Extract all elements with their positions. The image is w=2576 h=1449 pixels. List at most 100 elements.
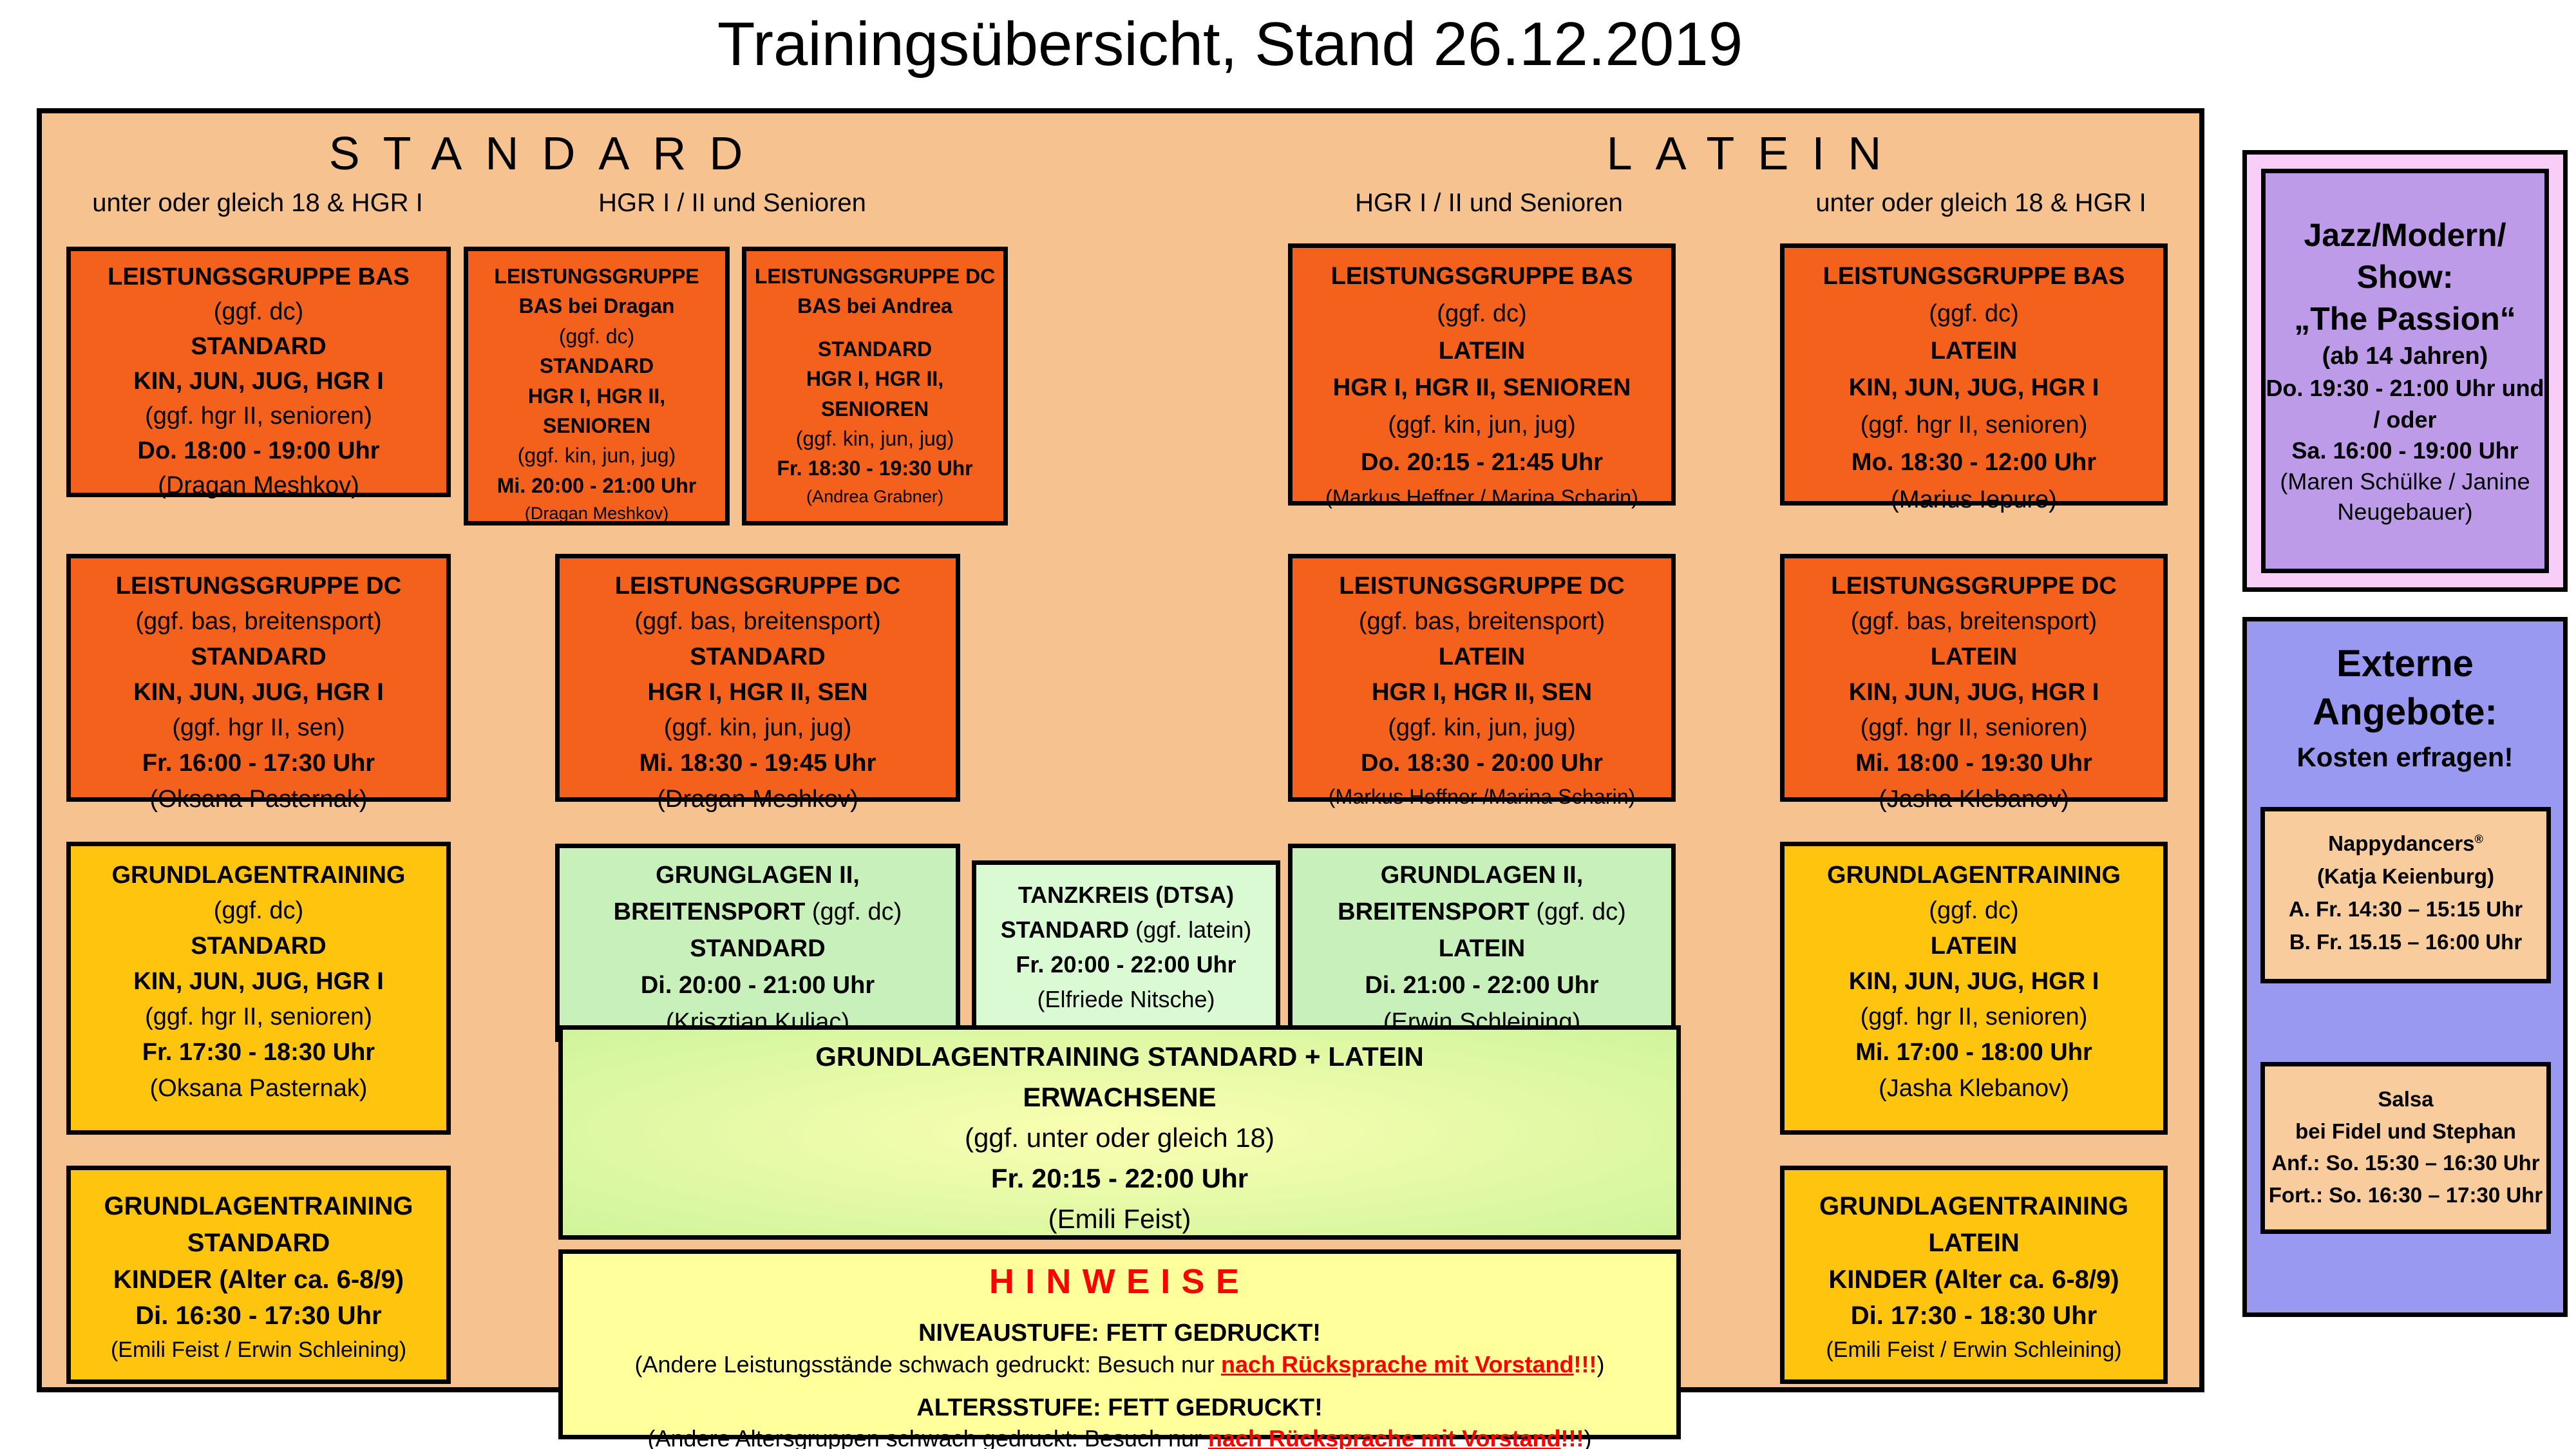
text-line: TANZKREIS (DTSA): [1018, 882, 1235, 908]
text-line: Fr. 20:00 - 22:00 Uhr: [1016, 951, 1236, 978]
text-line: (Dragan Meshkov): [158, 471, 359, 499]
latein-col-left-header: HGR I / II und Senioren: [1355, 189, 1623, 217]
text-line: Sa. 16:00 - 19:00 Uhr: [2291, 437, 2519, 464]
text-line: LATEIN: [1930, 643, 2018, 671]
text-line: (Marius Iepure): [1891, 486, 2057, 513]
text-line: Do. 19:30 - 21:00 Uhr und: [2266, 375, 2544, 402]
text-line: LEISTUNGSGRUPPE BAS: [1823, 263, 2125, 290]
text-line: Di. 16:30 - 17:30 Uhr: [135, 1302, 382, 1331]
text-line: [563, 1379, 1676, 1392]
text-line: STANDARD: [191, 332, 327, 360]
text-line: STANDARD (ggf. latein): [1000, 916, 1252, 943]
text-line: KIN, JUN, JUG, HGR I: [133, 679, 384, 706]
text-line: STANDARD: [191, 643, 327, 671]
text-line: (Dragan Meshkov): [524, 503, 669, 524]
box-grundlagen2-breitensport-latein: GRUNDLAGEN II,BREITENSPORT (ggf. dc)LATE…: [1288, 844, 1676, 1042]
box-leistungsgruppe-dc-latein-jugend: LEISTUNGSGRUPPE DC (ggf. bas, breitenspor…: [1780, 554, 2168, 813]
text-line: A. Fr. 14:30 – 15:15 Uhr: [2288, 897, 2523, 922]
text-line: GRUNDLAGEN II,: [1380, 862, 1584, 889]
text-line: / oder: [2373, 406, 2437, 433]
text-line: HGR I, HGR II, SENIOREN: [1332, 374, 1631, 402]
text-line: [746, 321, 1003, 334]
text-line: (ggf. kin, jun, jug): [663, 714, 852, 742]
text-line: LEISTUNGSGRUPPE BAS: [1331, 263, 1633, 290]
text-line: (ggf. bas, breitensport): [1358, 608, 1605, 636]
text-line: Fr. 20:15 - 22:00 Uhr: [990, 1163, 1249, 1193]
page-title: Trainingsübersicht, Stand 26.12.2019: [717, 10, 1743, 79]
text-line: Angebote:: [2313, 691, 2497, 734]
box-leistungsgruppe-dc-standard-jugend: LEISTUNGSGRUPPE DC(ggf. bas, breitenspor…: [66, 554, 451, 813]
latein-col-right-header: unter oder gleich 18 & HGR I: [1815, 189, 2146, 217]
text-line: Do. 20:15 - 21:45 Uhr: [1361, 448, 1603, 476]
text-line: Do. 18:00 - 19:00 Uhr: [137, 437, 380, 464]
text-line: HGR I, HGR II, SEN: [647, 679, 868, 706]
text-line: LEISTUNGSGRUPPE DC: [115, 573, 402, 600]
text-line: ALTERSSTUFE: FETT GEDRUCKT!: [916, 1394, 1323, 1421]
text-line: HGR I, HGR II, SEN: [1371, 679, 1593, 706]
text-line: Kosten erfragen!: [2297, 741, 2514, 772]
text-line: [563, 1305, 1676, 1318]
text-line: B. Fr. 15.15 – 16:00 Uhr: [2289, 930, 2523, 954]
text-line: GRUNDLAGENTRAINING: [111, 862, 406, 889]
text-line: Mi. 17:00 - 18:00 Uhr: [1855, 1039, 2092, 1066]
box-jazz-modern-show: Jazz/Modern/Show:„The Passion“(ab 14 Jah…: [2242, 150, 2568, 592]
text-line: KIN, JUN, JUG, HGR I: [133, 367, 384, 395]
box-leistungsgruppe-dc-bas-bei-andrea: LEISTUNGSGRUPPE DC BAS bei Andrea STANDAR…: [742, 247, 1008, 526]
text-line: (ggf. dc): [213, 897, 304, 925]
standard-col-left-header: unter oder gleich 18 & HGR I: [92, 189, 423, 217]
text-line: LEISTUNGSGRUPPE DC: [754, 265, 996, 288]
text-line: NIVEAUSTUFE: FETT GEDRUCKT!: [918, 1320, 1321, 1347]
text-line: (Oksana Pasternak): [149, 1074, 368, 1102]
text-line: Di. 21:00 - 22:00 Uhr: [1365, 972, 1599, 999]
box-nappydancers: Nappydancers®(Katja Keienburg)A. Fr. 14:…: [2260, 807, 2551, 983]
text-line: (ggf. dc): [213, 298, 304, 325]
text-line: STANDARD: [817, 337, 933, 361]
text-line: (ggf. kin, jun, jug): [795, 426, 954, 450]
text-line: (Emili Feist): [1048, 1204, 1191, 1234]
text-line: (ggf. dc): [1437, 299, 1527, 327]
text-line: (ggf. bas, breitensport): [1850, 608, 2098, 636]
box-leistungsgruppe-dc-latein-hgr: LEISTUNGSGRUPPE DC(ggf. bas, breitenspor…: [1288, 554, 1676, 808]
text-line: (Emili Feist / Erwin Schleining): [110, 1338, 407, 1363]
text-line: (ggf. hgr II, senioren): [1860, 1003, 2088, 1031]
text-line: (Markus Heffner / Marina Scharin): [1325, 485, 1638, 509]
text-line: Externe: [2336, 643, 2474, 685]
text-line: (ggf. hgr II, senioren): [1860, 714, 2088, 742]
text-line: LEISTUNGSGRUPPE: [494, 265, 699, 288]
text-line: (Maren Schülke / Janine: [2280, 468, 2530, 495]
text-line: (ab 14 Jahren): [2322, 343, 2488, 370]
text-line: LEISTUNGSGRUPPE DC: [1831, 573, 2117, 600]
text-line: Jazz/Modern/: [2304, 217, 2506, 253]
text-line: KINDER (Alter ca. 6-8/9): [1828, 1265, 2119, 1294]
text-line: LATEIN: [1930, 337, 2018, 365]
text-line: (ggf. dc): [558, 324, 635, 348]
text-line: HINWEISE: [989, 1262, 1251, 1301]
text-line: Do. 18:30 - 20:00 Uhr: [1361, 750, 1603, 777]
text-line: (ggf. hgr II, senioren): [145, 1003, 372, 1031]
text-line: (Katja Keienburg): [2316, 864, 2495, 889]
text-line: (ggf. kin, jun, jug): [1388, 412, 1576, 439]
text-line: ERWACHSENE: [1023, 1082, 1217, 1112]
text-line: BAS bei Andrea: [797, 294, 952, 318]
text-line: (Dragan Meshkov): [657, 785, 858, 813]
text-line: Fort.: So. 16:30 – 17:30 Uhr: [2268, 1182, 2543, 1207]
text-line: (Jasha Klebanov): [1879, 1074, 2069, 1102]
box-grundlagen2-breitensport-standard: GRUNGLAGEN II,BREITENSPORT (ggf. dc)STAN…: [555, 844, 960, 1042]
text-line: KIN, JUN, JUG, HGR I: [1848, 374, 2099, 402]
text-line: (Andere Leistungsstände schwach gedruckt…: [634, 1350, 1605, 1378]
text-line: GRUNDLAGENTRAINING: [1827, 862, 2121, 889]
text-line: HGR I, HGR II,: [527, 384, 666, 408]
box-leistungsgruppe-dc-standard-hgr: LEISTUNGSGRUPPE DC(ggf. bas, breitenspor…: [555, 554, 960, 813]
text-line: (Jasha Klebanov): [1879, 785, 2069, 813]
text-line: (ggf. hgr II, senioren): [1860, 412, 2088, 439]
text-line: Anf.: So. 15:30 – 16:30 Uhr: [2271, 1151, 2540, 1175]
standard-col-right-header: HGR I / II und Senioren: [598, 189, 866, 217]
text-line: „The Passion“: [2294, 301, 2516, 337]
